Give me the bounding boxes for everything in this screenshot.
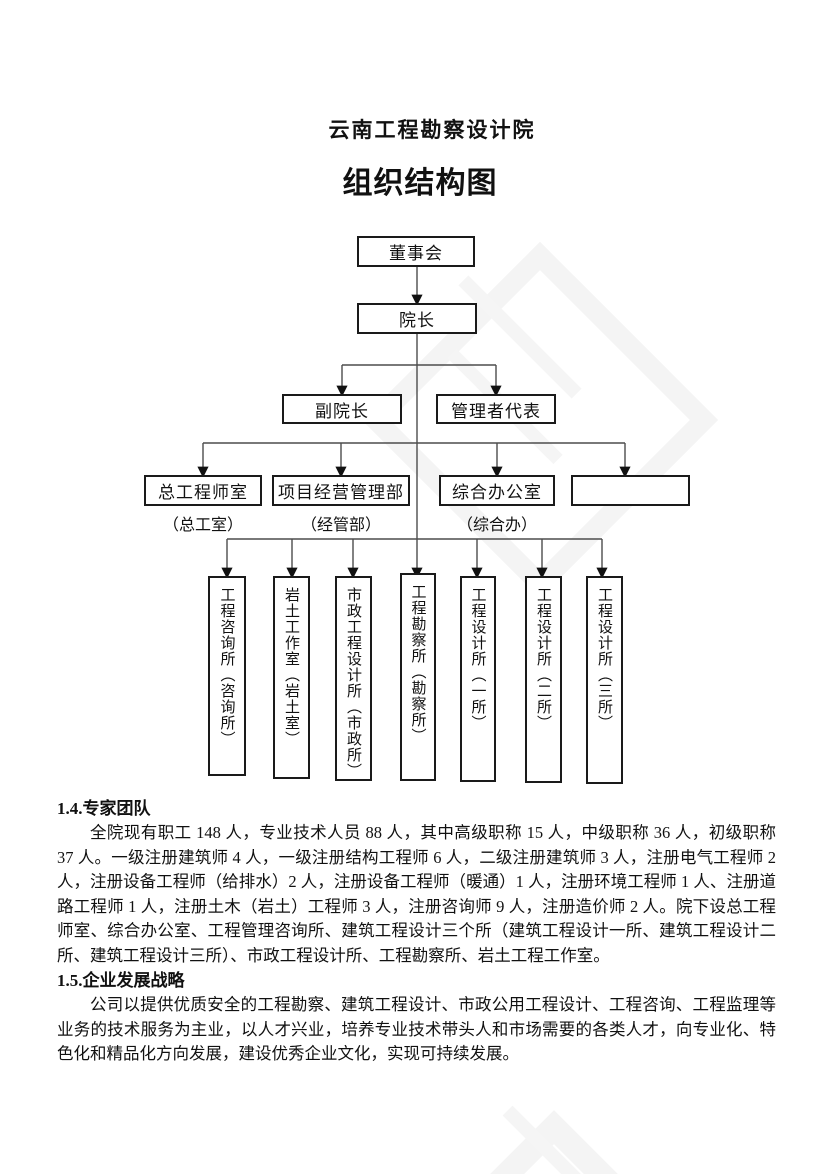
- org-node-label: 工程咨询所（咨询所）: [218, 587, 235, 747]
- company-title: 云南工程勘察设计院: [328, 118, 536, 142]
- org-node-label: 副院长: [315, 401, 369, 421]
- org-node-label: 工程设计所（一所）: [469, 587, 486, 731]
- org-node-label: 市政工程设计所（市政所）: [345, 587, 361, 779]
- section-body-1-5: 公司以提供优质安全的工程勘察、建筑工程设计、市政公用工程设计、工程咨询、工程监理…: [57, 995, 776, 1063]
- org-node-empty: [571, 475, 690, 506]
- org-node-management-rep: 管理者代表: [436, 394, 556, 424]
- org-node-dept-consulting: 工程咨询所（咨询所）: [208, 576, 246, 776]
- org-node-dept-municipal-design: 市政工程设计所（市政所）: [335, 576, 372, 781]
- org-node-chief-engineer-office: 总工程师室: [144, 475, 262, 506]
- section-body-1-4: 全院现有职工 148 人，专业技术人员 88 人，其中高级职称 15 人，中级职…: [57, 823, 776, 965]
- section-heading-1-4: 1.4.专家团队: [57, 799, 151, 818]
- org-node-label: 工程设计所（二所）: [535, 587, 551, 731]
- org-node-vice-president: 副院长: [282, 394, 402, 424]
- connector-group: [197, 267, 631, 579]
- org-node-president: 院长: [357, 303, 477, 334]
- chart-title: 组织结构图: [342, 167, 498, 200]
- org-node-label: 工程勘察所（勘察所）: [409, 584, 426, 744]
- org-node-dept-design-2: 工程设计所（二所）: [525, 576, 562, 783]
- org-node-abbr: （综合办）: [456, 517, 537, 534]
- org-node-label: 管理者代表: [451, 401, 541, 421]
- org-node-dept-survey: 工程勘察所（勘察所）: [400, 573, 436, 781]
- section-heading-1-5: 1.5.企业发展战略: [57, 971, 185, 990]
- org-node-board: 董事会: [357, 236, 475, 267]
- org-node-general-office: 综合办公室: [439, 475, 555, 506]
- org-node-label: 工程设计所（三所）: [596, 587, 612, 731]
- org-node-label: 总工程师室: [158, 483, 248, 502]
- org-node-dept-design-3: 工程设计所（三所）: [586, 576, 623, 784]
- org-node-label: 岩土工作室（岩土室）: [283, 587, 299, 747]
- org-node-label: 院长: [399, 311, 435, 330]
- body-text: 1.4.专家团队 全院现有职工 148 人，专业技术人员 88 人，其中高级职称…: [57, 796, 776, 1067]
- org-node-abbr: （总工室）: [162, 517, 243, 534]
- org-node-label: 项目经营管理部: [278, 483, 404, 502]
- org-node-label: 董事会: [389, 244, 443, 263]
- org-node-project-management-dept: 项目经营管理部: [272, 475, 410, 506]
- org-node-dept-geotech: 岩土工作室（岩土室）: [273, 576, 310, 779]
- org-node-abbr: （经管部）: [300, 517, 381, 534]
- org-node-label: 综合办公室: [452, 483, 542, 502]
- org-node-dept-design-1: 工程设计所（一所）: [460, 576, 496, 782]
